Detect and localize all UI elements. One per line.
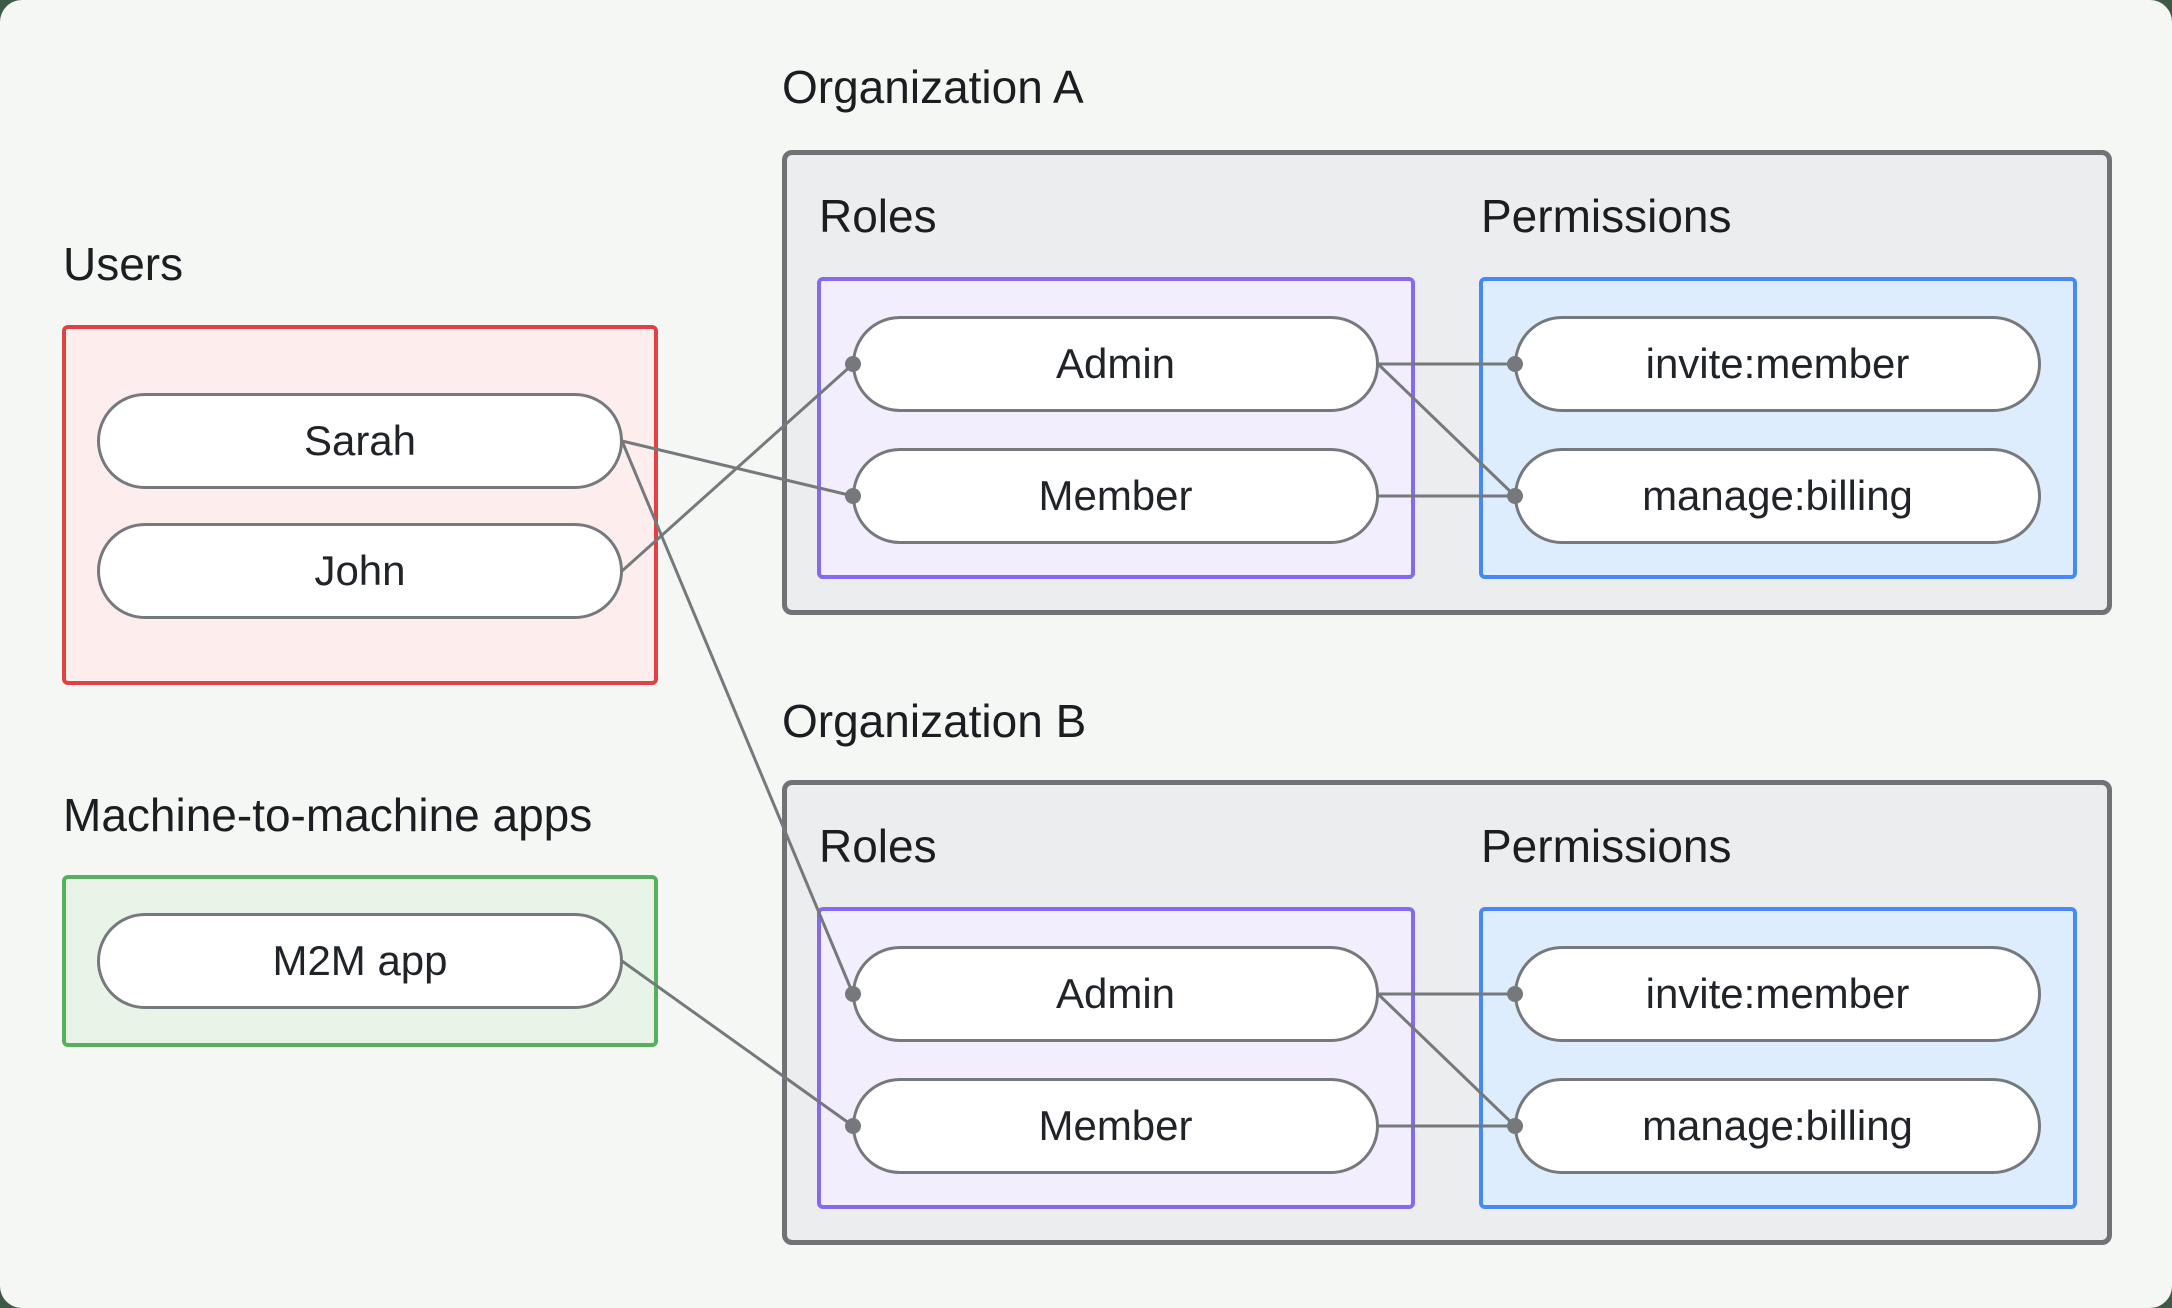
m2m-section-label: Machine-to-machine apps [63, 789, 593, 841]
org-a-permissions-label: Permissions [1481, 190, 1732, 242]
org-b-roles-label: Roles [819, 820, 937, 872]
org-a-roles-label: Roles [819, 190, 937, 242]
org-a-role-admin: Admin [852, 316, 1379, 412]
users-group-box [62, 325, 658, 685]
org-b-title: Organization B [782, 695, 1087, 747]
org-b-permissions-label: Permissions [1481, 820, 1732, 872]
org-a-permission-invite-member: invite:member [1514, 316, 2041, 412]
org-b-role-admin: Admin [852, 946, 1379, 1042]
m2m-app-node: M2M app [97, 913, 623, 1009]
org-b-permission-manage-billing: manage:billing [1514, 1078, 2041, 1174]
org-a-role-member: Member [852, 448, 1379, 544]
org-a-title: Organization A [782, 61, 1084, 113]
org-b-role-member: Member [852, 1078, 1379, 1174]
users-section-label: Users [63, 238, 184, 290]
user-node-john: John [97, 523, 623, 619]
org-a-permission-manage-billing: manage:billing [1514, 448, 2041, 544]
org-b-permission-invite-member: invite:member [1514, 946, 2041, 1042]
user-node-sarah: Sarah [97, 393, 623, 489]
